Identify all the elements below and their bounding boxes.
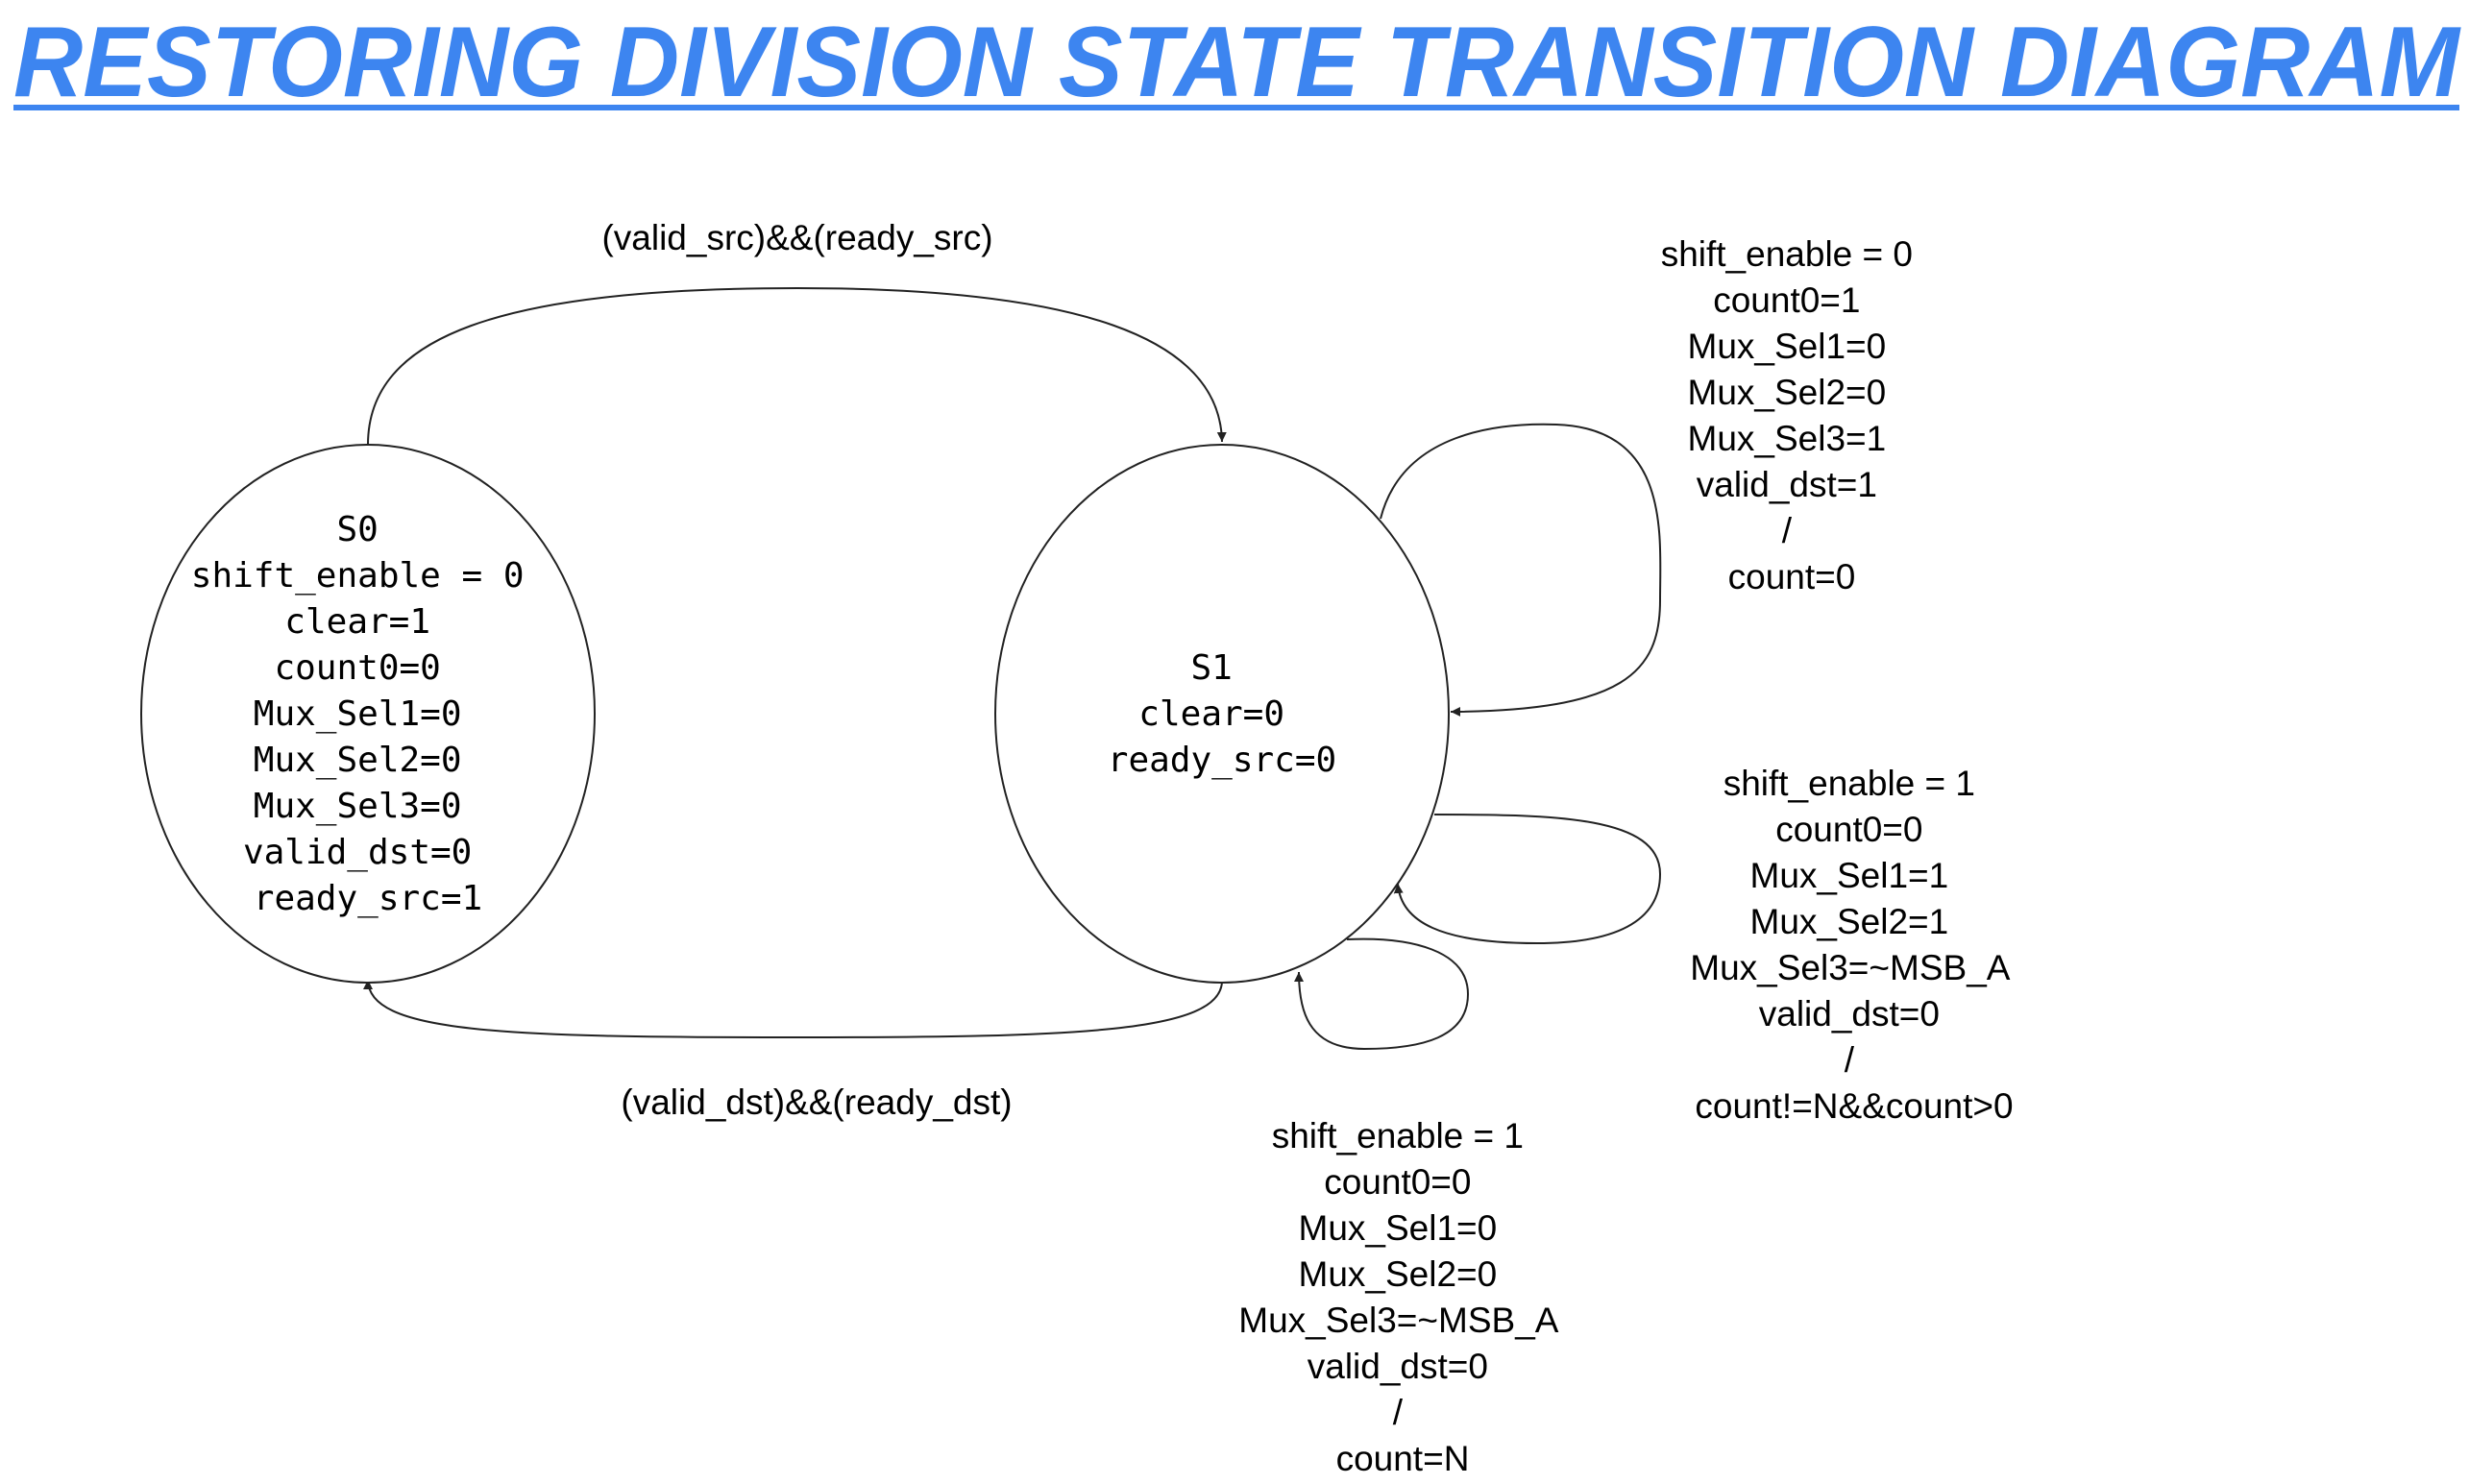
- label-line: count=0: [1728, 557, 1856, 596]
- transition-s0-to-s1: [367, 286, 1227, 446]
- self-loop-s1-shift-label: shift_enable = 1 count0=0 Mux_Sel1=1 Mux…: [1690, 764, 2017, 1126]
- self-loop-s1-shift: [1393, 814, 1662, 945]
- transition-s0-to-s1-label: (valid_src)&&(ready_src): [601, 218, 992, 257]
- label-line: /: [1393, 1393, 1404, 1432]
- state-s0-text: S0 shift_enable = 0 clear=1 count0=0 Mux…: [191, 510, 545, 918]
- label-line: shift_enable = 1: [1272, 1116, 1524, 1156]
- state-s1-line: clear=0: [1138, 694, 1284, 734]
- state-s1-text: S1 clear=0 ready_src=0: [1108, 648, 1336, 780]
- diagram-title: RESTORING DIVISION STATE TRANSITION DIAG…: [13, 7, 2461, 118]
- state-s0-line: shift_enable = 0: [191, 556, 525, 596]
- label-line: shift_enable = 0: [1661, 234, 1913, 274]
- label-line: Mux_Sel1=1: [1750, 856, 1949, 895]
- transition-s1-to-s0-label: (valid_dst)&&(ready_dst): [621, 1083, 1012, 1122]
- state-s0-line: count0=0: [274, 648, 440, 688]
- label-line: valid_dst=1: [1697, 465, 1877, 504]
- state-s0-circle: [140, 444, 596, 984]
- state-s0-line: S0: [336, 510, 378, 549]
- label-line: shift_enable = 1: [1723, 764, 1975, 803]
- label-line: Mux_Sel3=1: [1688, 419, 1887, 458]
- label-line: Mux_Sel2=0: [1299, 1254, 1498, 1294]
- state-s0-line: Mux_Sel2=0: [254, 741, 462, 780]
- self-loop-s1-done-label: shift_enable = 0 count0=1 Mux_Sel1=0 Mux…: [1661, 234, 1923, 596]
- state-s0-line: Mux_Sel1=0: [254, 694, 462, 734]
- label-line: count!=N&&count>0: [1695, 1086, 2013, 1126]
- transition-s1-to-s0: [363, 979, 1223, 1039]
- state-s1-line: S1: [1190, 648, 1232, 688]
- state-s1: S1 clear=0 ready_src=0: [994, 444, 1450, 984]
- state-s1-line: ready_src=0: [1108, 741, 1336, 780]
- label-line: Mux_Sel1=0: [1688, 327, 1887, 366]
- label-line: count=N: [1336, 1439, 1470, 1478]
- state-s0-line: ready_src=1: [254, 879, 482, 918]
- label-line: Mux_Sel1=0: [1299, 1208, 1498, 1248]
- label-line: /: [1845, 1040, 1855, 1080]
- label-line: (valid_src)&&(ready_src): [601, 218, 992, 257]
- self-loop-s1-last: [1294, 937, 1470, 1051]
- label-line: valid_dst=0: [1308, 1347, 1488, 1386]
- state-s1-circle: [994, 444, 1450, 984]
- label-line: Mux_Sel2=1: [1750, 902, 1949, 941]
- label-line: Mux_Sel2=0: [1688, 373, 1887, 412]
- self-loop-s1-last-label: shift_enable = 1 count0=0 Mux_Sel1=0 Mux…: [1238, 1116, 1566, 1478]
- state-s0-line: Mux_Sel3=0: [254, 787, 462, 826]
- state-s0: S0 shift_enable = 0 clear=1 count0=0 Mux…: [140, 444, 596, 984]
- label-line: count0=0: [1775, 810, 1922, 849]
- label-line: Mux_Sel3=~MSB_A: [1238, 1301, 1559, 1340]
- state-s0-line: valid_dst=0: [243, 833, 472, 872]
- label-line: count0=1: [1713, 280, 1860, 320]
- label-line: /: [1782, 511, 1793, 550]
- title-underline: [13, 105, 2459, 110]
- label-line: valid_dst=0: [1759, 994, 1940, 1034]
- state-s0-line: clear=1: [284, 602, 430, 642]
- self-loop-s1-done: [1380, 423, 1662, 717]
- label-line: count0=0: [1324, 1162, 1471, 1202]
- label-line: (valid_dst)&&(ready_dst): [621, 1083, 1012, 1122]
- label-line: Mux_Sel3=~MSB_A: [1690, 948, 2011, 987]
